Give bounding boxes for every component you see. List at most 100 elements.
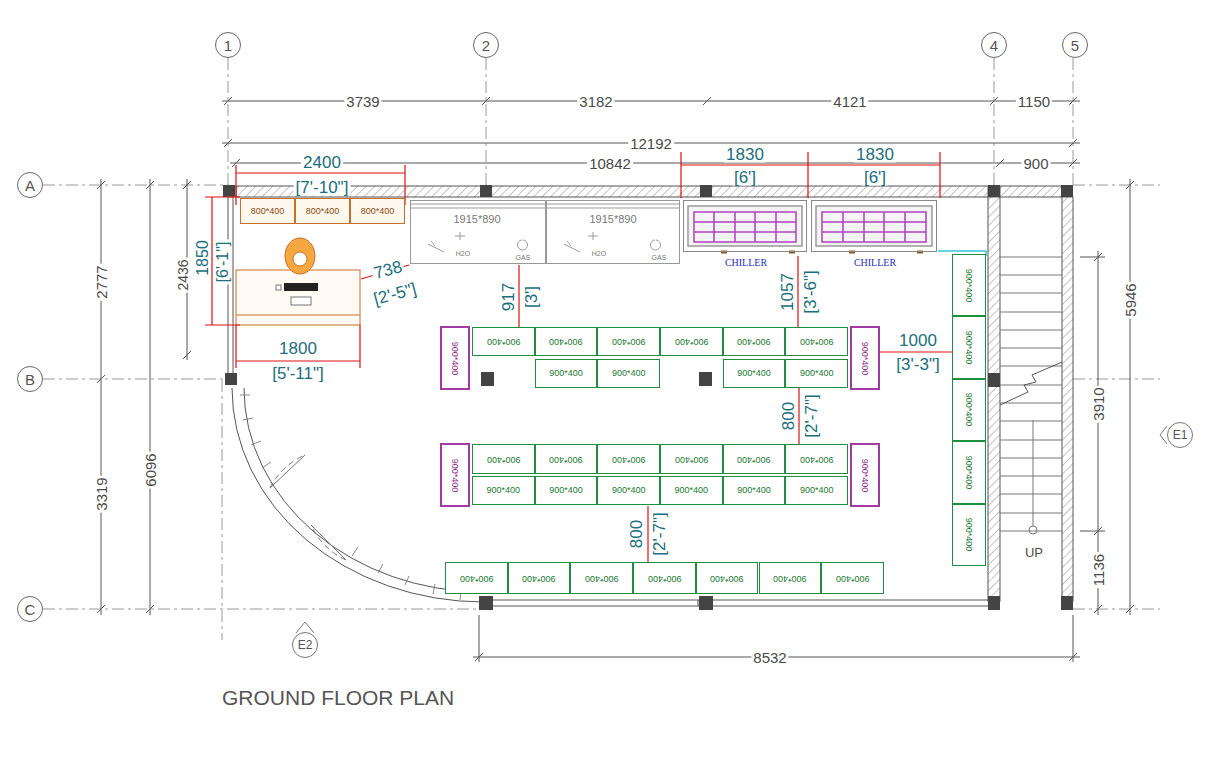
red-dimension-lines [880, 351, 952, 352]
grid-bubble-text: 2 [482, 38, 490, 53]
walls [1062, 197, 1073, 601]
gas-stove-text: H2O [592, 250, 606, 257]
counter-unit-text: 800*400 [251, 207, 285, 216]
shelf-unit-text: 900*400 [965, 456, 974, 490]
shelf-unit-text: 900*400 [675, 486, 709, 495]
shelf-unit: 900*400 [535, 359, 598, 388]
dimension-lines [150, 179, 151, 615]
structural-columns [480, 185, 492, 197]
staircase [1033, 420, 1034, 526]
dimension-label: 900 [1021, 156, 1050, 171]
grid-bubble: 2 [473, 32, 499, 58]
dimension-label: 3910 [1091, 385, 1106, 422]
dimension-label: [6'] [732, 169, 758, 186]
end-cap-shelf: 900*400 [440, 326, 470, 390]
dimension-label: 800 [628, 518, 645, 550]
grid-lines [228, 58, 229, 185]
dimension-label: 800 [780, 400, 797, 432]
shelf-unit-text: 900*400 [549, 369, 583, 378]
red-dimension-lines [798, 388, 799, 444]
cashier-figure [284, 283, 318, 291]
shelf-unit: 900*400 [785, 444, 848, 474]
dimension-label: 4121 [831, 94, 868, 109]
shelf-unit-text: 900*400 [773, 574, 807, 583]
stove-symbols [411, 204, 679, 252]
door-swing [270, 455, 346, 560]
end-cap-shelf-text: 900*400 [451, 341, 460, 375]
shelf-unit: 900*400 [535, 444, 598, 474]
shelf-unit-text: 900*400 [737, 486, 771, 495]
grid-bubble: 5 [1062, 32, 1088, 58]
staircase [1029, 526, 1037, 534]
shelf-unit-text: 900*400 [800, 455, 834, 464]
end-cap-shelf-text: 900*400 [861, 341, 870, 375]
shelf-unit: 900*400 [759, 562, 822, 594]
dimension-lines [230, 163, 1080, 164]
chiller-shelves [816, 206, 932, 246]
elevation-arrows [296, 426, 1167, 633]
shelf-unit-text: 900*400 [965, 393, 974, 427]
shelf-unit-text: 900*400 [549, 486, 583, 495]
dimension-label: [5'-11"] [270, 365, 326, 382]
shelf-unit: 900*400 [508, 562, 571, 594]
stove-symbols [428, 232, 528, 252]
chiller-shelves [721, 251, 923, 254]
structural-columns [699, 596, 713, 610]
staircase [1000, 257, 1062, 534]
shelf-unit-text: 900*400 [675, 455, 709, 464]
shelf-unit: 900*400 [723, 327, 786, 356]
shelf-unit-text: 900*400 [549, 337, 583, 346]
shelf-unit-text: 900*400 [460, 574, 494, 583]
structural-columns [699, 372, 712, 386]
chiller-shelves [822, 212, 926, 242]
grid-lines [1073, 609, 1160, 610]
cashier-figure [293, 252, 307, 266]
chiller-unit-text: CHILLER [854, 258, 896, 268]
curved-glass-wall [240, 395, 461, 600]
grid-bubble-text: A [25, 178, 35, 193]
dimension-label: 1057 [779, 271, 796, 313]
dimension-lines [101, 179, 102, 615]
dimension-label: 1830 [854, 146, 896, 163]
cashier-figure [276, 285, 281, 290]
end-cap-shelf: 900*400 [850, 443, 880, 507]
shelf-unit-text: 900*400 [710, 574, 744, 583]
shelf-unit: 900*400 [570, 562, 633, 594]
dimension-lines [146, 181, 154, 613]
grid-lines [43, 379, 228, 380]
structural-columns [988, 373, 1000, 387]
walls [233, 197, 234, 380]
walls [988, 197, 1000, 601]
walls [228, 186, 1073, 606]
dimension-lines [232, 159, 1077, 167]
counter-desk [236, 270, 360, 325]
shelf-unit-text: 900*400 [675, 337, 709, 346]
chiller-shelves [688, 206, 802, 246]
shelf-unit: 900*400 [535, 327, 598, 356]
plan-caption: GROUND FLOOR PLAN [220, 687, 456, 708]
shelf-unit-text: 900*400 [800, 369, 834, 378]
grid-bubble-text: 5 [1071, 38, 1079, 53]
dimension-label: [2'-7"] [651, 510, 668, 557]
dimension-label: 2436 [176, 257, 190, 292]
chiller-shelves [688, 206, 986, 256]
shelf-unit-text: 900*400 [800, 486, 834, 495]
shelf-unit: 900*400 [597, 327, 660, 356]
structural-columns [223, 185, 1073, 610]
shelf-unit: 900*400 [660, 444, 723, 474]
shelf-unit-text: 900*400 [549, 455, 583, 464]
elevation-marker: E2 [292, 632, 318, 658]
shelf-unit-text: 900*400 [800, 337, 834, 346]
shelf-unit: 900*400 [660, 476, 723, 505]
structural-columns [481, 372, 494, 386]
shelf-unit: 900*400 [821, 562, 884, 594]
grid-lines [222, 380, 223, 640]
structural-columns [223, 185, 235, 197]
cashier-figure [291, 297, 311, 305]
shelf-unit-text: 900*400 [737, 369, 771, 378]
dimension-lines [1130, 179, 1131, 615]
door-swing [311, 525, 346, 560]
shelf-unit: 900*400 [472, 476, 535, 505]
chiller-unit-text: CHILLER [725, 258, 767, 268]
end-cap-shelf: 900*400 [440, 443, 470, 507]
